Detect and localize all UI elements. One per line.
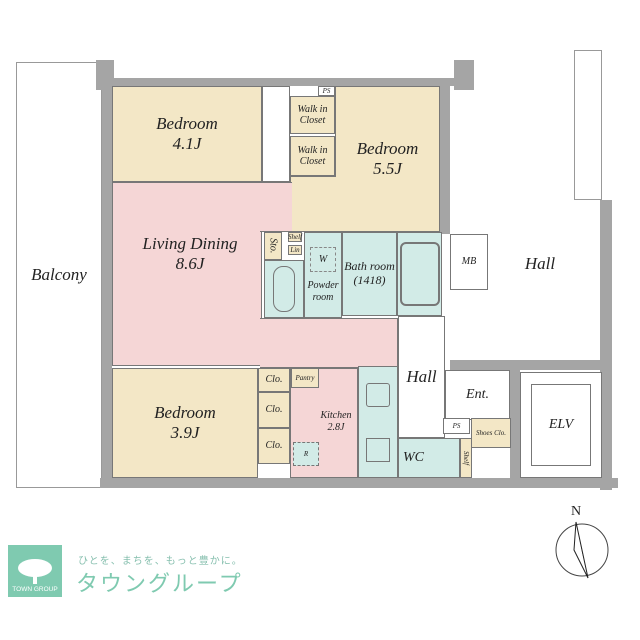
compass-north-label: N [570, 504, 582, 519]
wic-label: Walk in Closet [297, 144, 328, 168]
sink-icon [366, 382, 390, 407]
shoes-clo-label: Shoes Clo. [476, 428, 506, 437]
shelf: Shelf [460, 438, 472, 478]
room-bedroom-4-1j: Bedroom 4.1J [112, 86, 262, 182]
pipe-space: PS [443, 418, 470, 434]
room-size: (1418) [353, 273, 386, 287]
elevator: ELV [531, 384, 591, 466]
living-label: Living Dining 8.6J [120, 234, 260, 275]
r-label: R [303, 449, 309, 458]
room-size: 4.1J [172, 134, 202, 153]
wic-label: Walk in Closet [297, 103, 328, 127]
room-bedroom-3-9j: Bedroom 3.9J [112, 368, 258, 478]
shoes-closet: Shoes Clo. [471, 418, 511, 448]
room-name: Living Dining [142, 234, 238, 253]
north-arrow-icon [555, 521, 609, 579]
wall [100, 478, 618, 488]
elv-label: ELV [548, 416, 574, 432]
room-size: 5.5J [373, 159, 402, 178]
walk-in-closet: Walk in Closet [290, 136, 335, 176]
meter-box: MB [450, 234, 488, 290]
elevator-shaft: ELV [520, 372, 602, 478]
ps-label: PS [452, 421, 461, 430]
kitchen-label: Kitchen 2.8J [315, 410, 357, 434]
shelf-label: Shelf [288, 232, 302, 241]
washbasin [264, 260, 304, 318]
pantry: Pantry [291, 368, 319, 388]
closet: Clo. [258, 392, 290, 428]
room-size: 8.6J [175, 254, 205, 274]
room-living-dining [112, 182, 262, 366]
sto-label: Sto. [267, 238, 279, 254]
closet-nook [262, 86, 290, 182]
room-size: 3.9J [170, 423, 200, 442]
ps-label: PS [322, 86, 331, 95]
living-extension [260, 318, 398, 368]
slogan: ひとを、まちを、もっと豊かに。 [78, 556, 243, 567]
room-name: Bedroom [356, 139, 419, 159]
hall-corridor: Hall [398, 316, 445, 438]
wall [510, 368, 520, 488]
brand-name: タウングループ [76, 572, 243, 597]
shelf-label: Shelf [462, 450, 471, 465]
bathtub-area [397, 232, 442, 316]
outer-shaft [574, 50, 602, 200]
room-bedroom-5-5j: Bedroom 5.5J [335, 86, 440, 232]
wall [450, 360, 610, 370]
mb-label: MB [461, 256, 477, 268]
room-name: Kitchen [320, 410, 352, 421]
storage: Sto. [264, 232, 282, 260]
company-logo: TOWN GROUP [8, 545, 62, 597]
kitchen-counter [358, 366, 398, 478]
wc-label: WC [403, 449, 424, 465]
stove-icon [366, 437, 390, 462]
linen: Lin [288, 245, 302, 255]
company-name: TOWN GROUP [12, 586, 58, 593]
wall [102, 84, 112, 486]
room-name: Bath room [344, 259, 395, 274]
shelf: Shelf [288, 232, 302, 242]
room-name: Bedroom [156, 114, 218, 134]
clo-label: Clo. [265, 404, 283, 416]
refrigerator: R [293, 442, 319, 466]
balcony-label: Balcony [31, 265, 87, 285]
hall-label: Hall [406, 367, 437, 387]
tree-icon [18, 559, 52, 584]
washer-label: W [309, 246, 337, 273]
walk-in-closet: Walk in Closet [290, 96, 335, 134]
living-extension [260, 182, 292, 232]
closet: Clo. [258, 368, 290, 392]
pipe-space: PS [318, 86, 335, 96]
pantry-label: Pantry [295, 373, 315, 382]
wall [600, 200, 612, 490]
hall-label: Hall [524, 254, 556, 273]
wall [440, 84, 450, 234]
ent-label: Ent. [466, 386, 489, 402]
wall [100, 78, 460, 86]
room-name: Bedroom [154, 403, 216, 423]
room-size: 2.8J [327, 422, 345, 433]
wall [454, 60, 474, 90]
entrance[interactable]: Ent. [445, 370, 510, 420]
bathtub-icon [399, 242, 440, 306]
clo-label: Clo. [265, 440, 283, 452]
balcony: Balcony [16, 62, 102, 488]
powder-room: W Powder room [304, 232, 342, 318]
wc: WC [398, 438, 460, 478]
powder-label: Powder room [307, 280, 339, 303]
bathroom: Bath room (1418) [342, 232, 397, 316]
closet: Clo. [258, 428, 290, 464]
clo-label: Clo. [265, 374, 283, 386]
sink-icon [273, 266, 295, 312]
bedroom-entry [290, 176, 336, 232]
lin-label: Lin [290, 245, 300, 254]
